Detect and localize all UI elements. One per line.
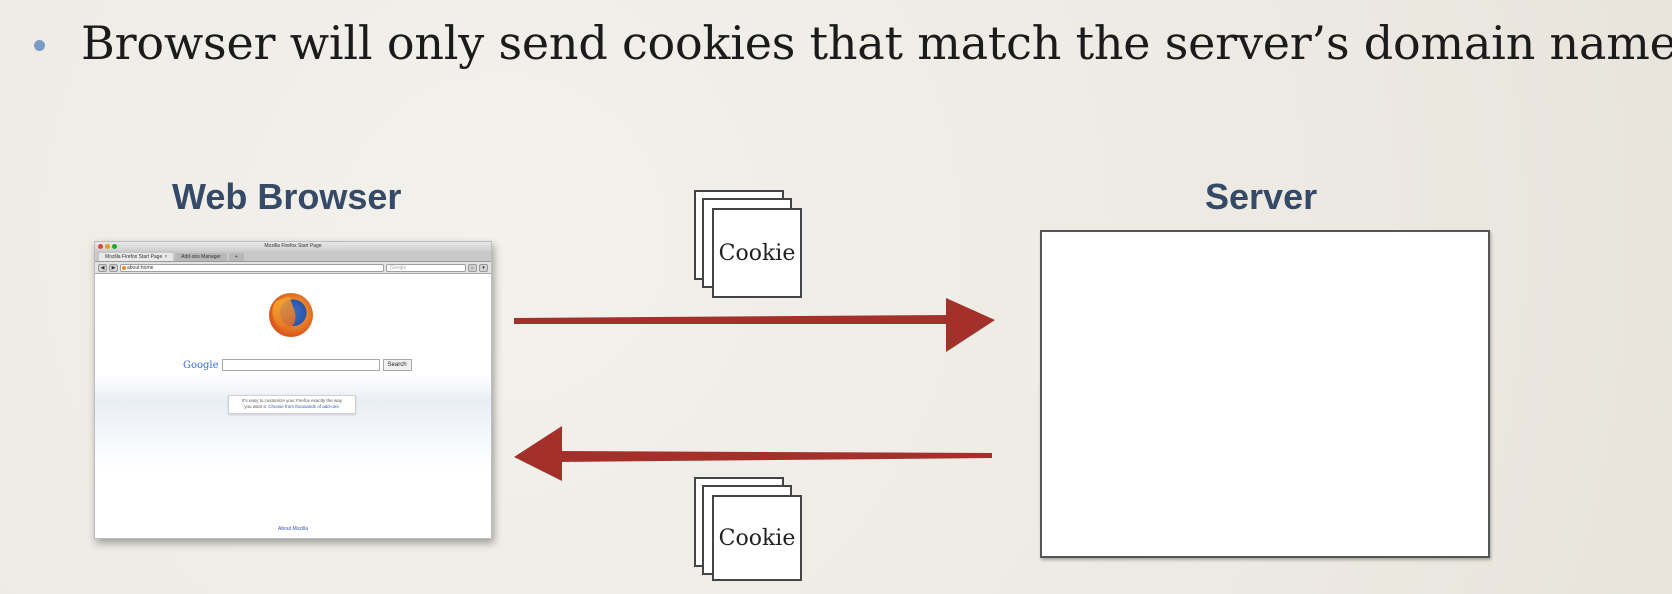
bullet-dot [34,39,45,51]
browser-navbar: ◀ ▶ about:home Google ⌂ ▾ [95,262,491,274]
cookie-card-front: Cookie [712,495,802,581]
tab-label: Add-ons Manager [181,254,221,260]
home-icon: ⌂ [468,263,477,272]
google-search-input [221,359,380,371]
arrow-to-server [514,298,995,352]
zoom-dot-icon [112,244,117,249]
arrow-shaft-left [558,451,992,462]
tip-line-1: It's easy to customize your Firefox exac… [242,398,342,403]
arrow-head-left [514,426,562,481]
arrow-shaft-right [514,315,950,324]
browser-screenshot: Mozilla Firefox Start Page Mozilla Firef… [94,241,492,539]
cookie-stack-bottom: Cookie [694,477,804,589]
tab-addons: Add-ons Manager [175,253,227,261]
customize-tip: It's easy to customize your Firefox exac… [228,395,356,414]
server-box [1040,230,1490,558]
firefox-logo-icon [269,293,313,337]
web-browser-heading: Web Browser [172,176,402,217]
tab-start-page: Mozilla Firefox Start Page× [99,253,174,261]
tip-prefix: you want it. [244,404,267,409]
bookmarks-icon: ▾ [479,263,488,272]
cookie-stack-top: Cookie [694,190,804,302]
server-heading: Server [1205,176,1318,217]
bullet-point: Browser will only send cookies that matc… [34,8,1672,78]
back-icon: ◀ [98,263,107,272]
browser-tabs: Mozilla Firefox Start Page× Add-ons Mana… [95,251,491,262]
url-bar: about:home [120,263,384,272]
forward-icon: ▶ [109,263,118,272]
cookie-card-front: Cookie [712,208,802,298]
google-search-row: Google Search [183,359,412,371]
new-tab-button: + [228,253,244,261]
google-search-button: Search [382,359,412,371]
google-logo: Google [183,359,219,371]
tab-close-icon: × [164,254,168,260]
bullet-text: Browser will only send cookies that matc… [81,16,1672,70]
about-mozilla-link: About Mozilla [277,526,308,532]
browser-search-box: Google [386,263,466,272]
arrow-to-browser [514,426,992,481]
browser-titlebar: Mozilla Firefox Start Page [95,242,491,251]
window-controls [98,244,117,249]
browser-window-title: Mozilla Firefox Start Page [264,243,322,249]
tip-link: Choose from thousands of add-ons. [268,404,340,409]
browser-page: Google Search It's easy to customize you… [95,275,491,538]
tab-label: Mozilla Firefox Start Page [105,254,163,260]
close-dot-icon [98,244,103,249]
minimize-dot-icon [105,244,110,249]
arrow-head-right [946,298,995,352]
tip-line-2: you want it. Choose from thousands of ad… [229,404,355,410]
